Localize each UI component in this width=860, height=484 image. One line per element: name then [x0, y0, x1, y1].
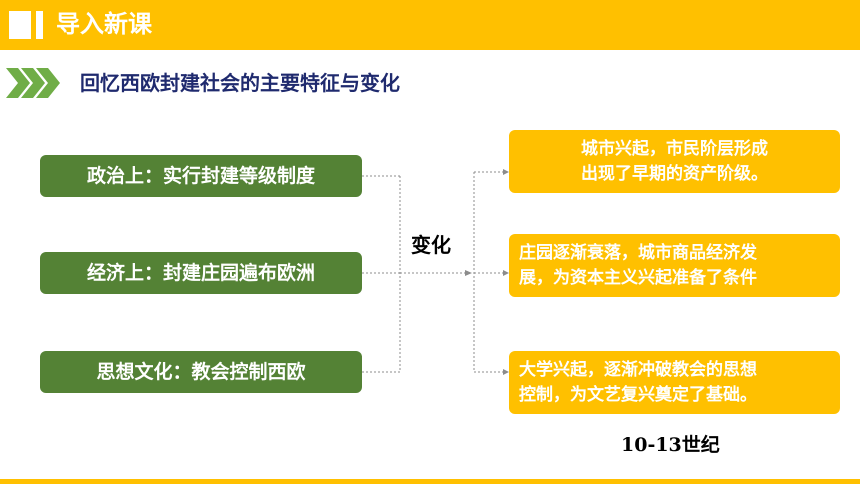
- change-line: 出现了早期的资产阶级。: [581, 164, 768, 184]
- period-label: 10-13世纪: [621, 434, 720, 456]
- title-bar-icon: [9, 11, 31, 39]
- double-chevron-icon: [6, 68, 60, 98]
- change-line: 大学兴起，逐渐冲破教会的思想: [519, 360, 757, 380]
- title-bar-icon-stripe: [36, 11, 43, 39]
- feature-box-cultural: 思想文化：教会控制西欧: [40, 351, 362, 393]
- bottom-accent-bar: [0, 479, 860, 484]
- page-title: 导入新课: [56, 10, 152, 38]
- change-line: 庄园逐渐衰落，城市商品经济发: [519, 243, 757, 263]
- feature-label: 政治上：实行封建等级制度: [86, 165, 315, 187]
- title-bar: 导入新课: [0, 0, 860, 50]
- change-label: 变化: [411, 233, 451, 257]
- feature-label: 经济上：封建庄园遍布欧洲: [86, 262, 315, 284]
- change-line: 城市兴起，市民阶层形成: [581, 139, 768, 159]
- change-box-manors: 庄园逐渐衰落，城市商品经济发 展，为资本主义兴起准备了条件: [509, 234, 840, 297]
- change-line: 展，为资本主义兴起准备了条件: [519, 268, 757, 288]
- change-line: 控制，为文艺复兴奠定了基础。: [519, 385, 757, 405]
- feature-box-political: 政治上：实行封建等级制度: [40, 155, 362, 197]
- feature-box-economic: 经济上：封建庄园遍布欧洲: [40, 252, 362, 294]
- change-box-cities: 城市兴起，市民阶层形成 出现了早期的资产阶级。: [509, 130, 840, 193]
- change-box-universities: 大学兴起，逐渐冲破教会的思想 控制，为文艺复兴奠定了基础。: [509, 351, 840, 414]
- section-subtitle: 回忆西欧封建社会的主要特征与变化: [80, 71, 400, 95]
- feature-label: 思想文化：教会控制西欧: [96, 361, 306, 383]
